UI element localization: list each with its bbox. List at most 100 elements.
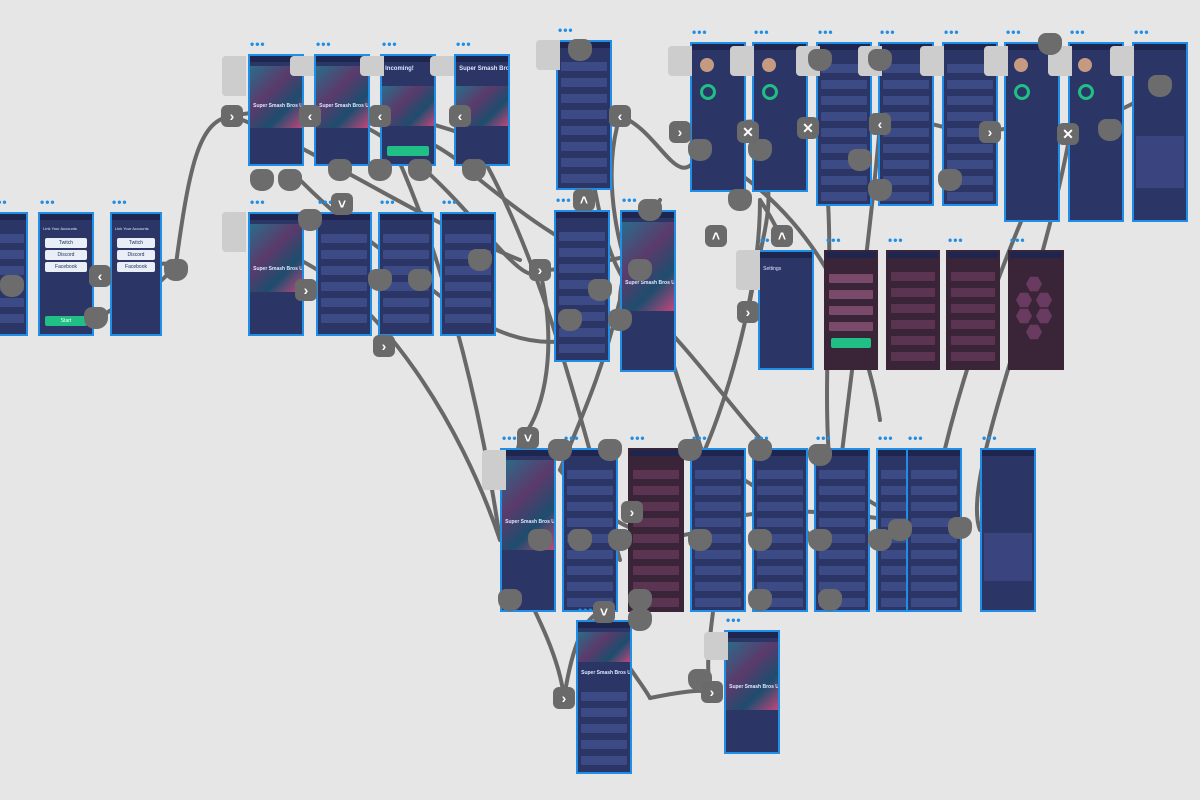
artboard-menu-icon[interactable]: ••• [816, 431, 832, 445]
list-row[interactable] [567, 502, 613, 511]
list-row[interactable] [695, 598, 741, 607]
list-row[interactable] [819, 518, 865, 527]
connector-handle[interactable] [568, 39, 592, 61]
artboard-menu-icon[interactable]: ••• [948, 233, 964, 247]
list-row[interactable] [757, 566, 803, 575]
artboard-menu-icon[interactable]: ••• [382, 37, 398, 51]
list-row[interactable] [581, 724, 627, 733]
platform-hex-icon[interactable] [1026, 276, 1042, 292]
list-row[interactable] [561, 62, 607, 71]
connector-handle[interactable] [748, 589, 772, 611]
list-row[interactable] [951, 320, 995, 329]
platform-hex-icon[interactable] [1036, 308, 1052, 324]
list-row[interactable] [819, 566, 865, 575]
artboard-menu-icon[interactable]: ••• [556, 193, 572, 207]
list-row[interactable] [561, 110, 607, 119]
list-row[interactable] [559, 264, 605, 273]
artboard-menu-icon[interactable]: ••• [1006, 25, 1022, 39]
connector-handle[interactable] [868, 529, 892, 551]
artboard-menu-icon[interactable]: ••• [944, 25, 960, 39]
list-row[interactable] [383, 282, 429, 291]
connector-handle[interactable] [250, 169, 274, 191]
connector-handle[interactable] [688, 529, 712, 551]
list-row[interactable] [567, 518, 613, 527]
connector-handle[interactable] [1098, 119, 1122, 141]
list-row[interactable] [561, 142, 607, 151]
connector-handle[interactable] [888, 519, 912, 541]
chevron-down-icon[interactable]: ˅ [517, 427, 539, 449]
list-row[interactable] [947, 176, 993, 185]
list-row[interactable] [383, 298, 429, 307]
list-row[interactable] [559, 280, 605, 289]
list-row[interactable] [881, 582, 927, 591]
chevron-prev-icon[interactable]: ‹ [369, 105, 391, 127]
list-row[interactable] [633, 566, 679, 575]
list-row[interactable] [891, 336, 935, 345]
chevron-up-icon[interactable]: ˄ [573, 189, 595, 211]
artboard-menu-icon[interactable]: ••• [442, 195, 458, 209]
list-row[interactable] [633, 518, 679, 527]
list-row[interactable] [819, 486, 865, 495]
list-row[interactable] [911, 550, 957, 559]
list-row[interactable] [821, 192, 867, 201]
list-row[interactable] [821, 176, 867, 185]
login-option-button[interactable]: Discord [116, 250, 156, 260]
list-row[interactable] [881, 502, 927, 511]
platform-hex-icon[interactable] [1016, 292, 1032, 308]
connector-handle[interactable] [598, 439, 622, 461]
list-row[interactable] [947, 64, 993, 73]
close-icon[interactable]: ✕ [737, 121, 759, 143]
chevron-next-icon[interactable]: › [373, 335, 395, 357]
connector-handle[interactable] [528, 529, 552, 551]
form-field[interactable] [829, 322, 873, 331]
connector-handle[interactable] [568, 529, 592, 551]
artboard-menu-icon[interactable]: ••• [40, 195, 56, 209]
list-row[interactable] [695, 470, 741, 479]
list-row[interactable] [947, 80, 993, 89]
list-row[interactable] [445, 282, 491, 291]
list-row[interactable] [561, 158, 607, 167]
list-row[interactable] [559, 344, 605, 353]
connector-handle[interactable] [688, 139, 712, 161]
list-row[interactable] [0, 314, 24, 323]
collect-button[interactable] [387, 146, 429, 156]
list-row[interactable] [633, 598, 679, 607]
connector-handle[interactable] [808, 49, 832, 71]
list-row[interactable] [559, 328, 605, 337]
list-row[interactable] [947, 128, 993, 137]
form-field[interactable] [829, 274, 873, 283]
list-row[interactable] [0, 234, 24, 243]
chevron-next-icon[interactable]: › [553, 687, 575, 709]
connector-handle[interactable] [462, 159, 486, 181]
connector-handle[interactable] [1148, 75, 1172, 97]
list-row[interactable] [0, 250, 24, 259]
list-row[interactable] [951, 304, 995, 313]
artboard-menu-icon[interactable]: ••• [630, 431, 646, 445]
list-row[interactable] [819, 582, 865, 591]
list-row[interactable] [883, 192, 929, 201]
list-row[interactable] [891, 272, 935, 281]
list-row[interactable] [581, 692, 627, 701]
list-row[interactable] [321, 266, 367, 275]
connector-handle[interactable] [1038, 33, 1062, 55]
list-row[interactable] [819, 502, 865, 511]
list-row[interactable] [383, 314, 429, 323]
list-row[interactable] [911, 486, 957, 495]
connector-handle[interactable] [748, 139, 772, 161]
connector-handle[interactable] [748, 439, 772, 461]
list-row[interactable] [951, 352, 995, 361]
list-row[interactable] [321, 282, 367, 291]
connector-handle[interactable] [368, 269, 392, 291]
prototype-link-wire[interactable] [698, 198, 762, 462]
list-row[interactable] [559, 248, 605, 257]
list-row[interactable] [757, 470, 803, 479]
list-row[interactable] [321, 250, 367, 259]
artboard-menu-icon[interactable]: ••• [982, 431, 998, 445]
connector-handle[interactable] [328, 159, 352, 181]
artboard-menu-icon[interactable]: ••• [502, 431, 518, 445]
list-row[interactable] [821, 160, 867, 169]
list-row[interactable] [567, 486, 613, 495]
chevron-prev-icon[interactable]: ‹ [299, 105, 321, 127]
login-option-button[interactable]: Facebook [116, 262, 156, 272]
list-row[interactable] [321, 234, 367, 243]
